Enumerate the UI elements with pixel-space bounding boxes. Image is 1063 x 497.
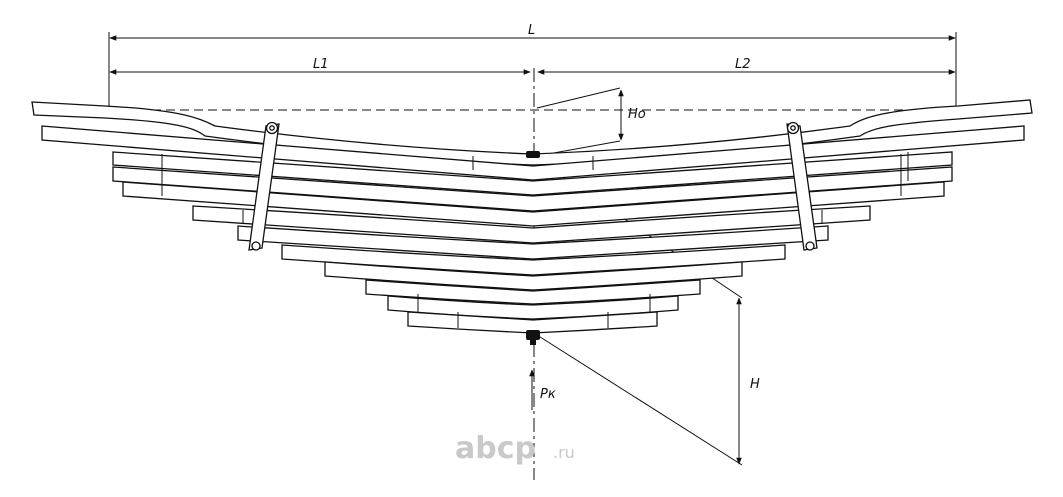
leaf-spring [31,99,1033,334]
ho-upper-leader [536,87,621,109]
label-Pk: Pк [540,387,556,402]
leaf-step-marks [161,152,909,328]
label-L: L [528,23,535,38]
label-H: H [750,377,760,392]
leaf-6 [192,205,871,244]
leaf-12 [407,311,658,334]
leaf-5 [122,181,945,227]
center-bolt [526,151,540,345]
label-Ho: Ho [628,107,646,122]
rebound-clip-right [786,121,818,251]
watermark-logo: abcp .ru [455,431,575,466]
watermark-tld: .ru [553,443,575,462]
leaf-7 [237,225,829,260]
leaf-9 [324,261,743,291]
label-L1: L1 [313,57,329,72]
rebound-clip-left [248,121,280,251]
label-L2: L2 [735,57,751,72]
leaf-2 [41,125,1025,181]
leaf-8 [281,244,786,276]
leaf-3 [112,151,953,196]
leaf-10 [365,279,701,305]
watermark-brand: abcp [455,431,536,466]
h-lower-leader [536,334,743,466]
